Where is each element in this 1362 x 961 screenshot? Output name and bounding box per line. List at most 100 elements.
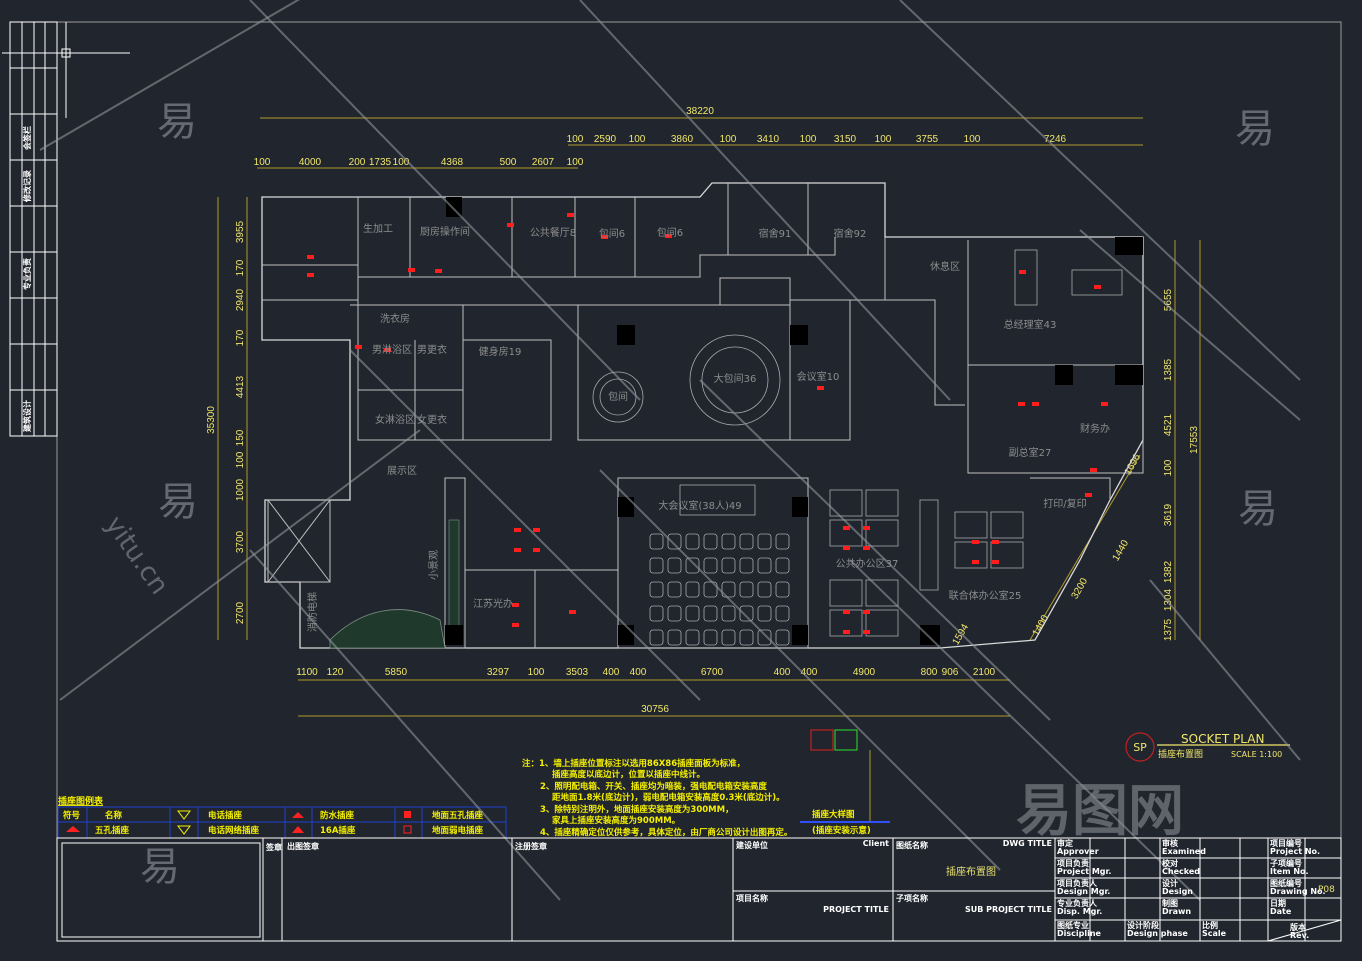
drawing-title: 插座布置图 xyxy=(946,865,996,878)
dimension-value: 100 xyxy=(567,157,584,168)
room-label: 厨房操作间 xyxy=(420,225,470,238)
dimension-lines xyxy=(217,117,1201,717)
room-label: 大会议室(38人)49 xyxy=(658,499,741,512)
room-label: 男更衣 xyxy=(417,343,447,356)
socket-marker xyxy=(435,269,442,273)
socket-marker xyxy=(817,386,824,390)
socket-marker xyxy=(1019,270,1026,274)
dimension-total-left: 35300 xyxy=(206,406,217,434)
watermark-logo: 易图网 xyxy=(1016,779,1184,844)
dimension-value: 3955 xyxy=(235,220,246,243)
chair xyxy=(649,533,664,550)
workstation-desk xyxy=(829,489,863,517)
dimension-value: 170 xyxy=(235,329,246,346)
detail-title: 插座大样图 xyxy=(812,809,855,820)
client-en-label: Client xyxy=(863,839,889,848)
title-block-cell: 设计 Design xyxy=(1162,878,1193,896)
note-line: 注：1、墙上插座位置标注以选用86X86插座面板为标准， xyxy=(522,758,745,769)
title-block-cell: 项目编号 Project No. xyxy=(1270,838,1320,856)
dimension-value: 400 xyxy=(630,667,647,678)
room-label: 宿舍92 xyxy=(834,227,867,240)
title-block-cell: 设计阶段 Design phase xyxy=(1127,920,1188,938)
sub-project-en-label: SUB PROJECT TITLE xyxy=(965,905,1052,914)
socket-marker xyxy=(307,273,314,277)
chair xyxy=(685,605,700,622)
chair xyxy=(775,581,790,598)
socket-marker xyxy=(307,255,314,259)
dimension-value: 3860 xyxy=(671,134,694,145)
side-strip: 会签栏 修改记录 专业负责 建筑设计 xyxy=(9,21,58,437)
chair xyxy=(721,557,736,574)
chair xyxy=(703,557,718,574)
dimension-value: 1440 xyxy=(1111,538,1132,563)
chair xyxy=(739,557,754,574)
workstation-desk xyxy=(829,579,863,607)
dwg-title-en-label: DWG TITLE xyxy=(1003,839,1052,848)
workstation-desk xyxy=(990,511,1024,539)
room-label: 财务办 xyxy=(1080,422,1110,435)
dimension-value: 4000 xyxy=(299,157,322,168)
socket-marker xyxy=(863,546,870,550)
chair xyxy=(757,629,772,646)
workstation-desk xyxy=(865,519,899,547)
room-label: 江苏光办 xyxy=(473,597,513,610)
dimension-value: 1385 xyxy=(1163,358,1174,381)
title-block-cell: 制图 Drawn xyxy=(1162,898,1191,916)
dimension-value: 100 xyxy=(235,451,246,468)
socket-symbol-icon xyxy=(66,826,80,832)
socket-marker xyxy=(992,540,999,544)
legend-item: 地面弱电插座 xyxy=(432,825,484,836)
room-label: 女淋浴区 xyxy=(375,413,415,426)
dimension-value: 3200 xyxy=(1070,576,1091,601)
room-label: 联合体办公室25 xyxy=(949,589,1022,602)
reg-seal-label: 注册签章 xyxy=(515,841,547,851)
room-label: 总经理室43 xyxy=(1004,318,1057,331)
socket-marker xyxy=(665,234,672,238)
dimension-value: 400 xyxy=(603,667,620,678)
dimension-value: 3150 xyxy=(834,134,857,145)
room-label: 大包间36 xyxy=(714,372,757,385)
chair xyxy=(667,605,682,622)
socket-marker xyxy=(514,548,521,552)
dimension-value: 4521 xyxy=(1163,413,1174,436)
note-line: 2、照明配电箱、开关、插座均为暗装，强电配电箱安装高度 xyxy=(540,781,767,792)
title-block-cell: 审核 Examined xyxy=(1162,838,1206,856)
room-label: 宿舍91 xyxy=(759,227,792,240)
notes: 注：1、墙上插座位置标注以选用86X86插座面板为标准， 插座高度以底边计，位置… xyxy=(522,729,890,838)
socket-marker xyxy=(843,546,850,550)
dimension-value: 1375 xyxy=(1163,618,1174,641)
socket-marker xyxy=(355,345,362,349)
workstation-desk xyxy=(990,541,1024,569)
legend-table: 插座图例表 符号 名称 五孔插座 电话插座 电话网络插座 防水插座 16A插座 … xyxy=(57,795,507,839)
dimension-value: 7246 xyxy=(1044,134,1067,145)
plan-symbol: SP xyxy=(1133,741,1147,754)
room-label: 女更衣 xyxy=(417,413,447,426)
dimension-value: 400 xyxy=(801,667,818,678)
dimension-value: 100 xyxy=(875,134,892,145)
floor-socket-icon xyxy=(404,811,411,818)
title-block-cell: 项目负责人 Design Mgr. xyxy=(1057,878,1110,896)
legend-item: 电话网络插座 xyxy=(208,825,260,836)
legend-item: 地面五孔插座 xyxy=(432,810,484,821)
dimension-value: 100 xyxy=(800,134,817,145)
chair xyxy=(703,581,718,598)
chair xyxy=(667,533,682,550)
drawing-number: P08 xyxy=(1318,885,1335,895)
workstation-desk xyxy=(865,489,899,517)
seal-label: 签章 xyxy=(265,842,282,852)
workstation-desk xyxy=(954,541,988,569)
dimension-value: 100 xyxy=(720,134,737,145)
watermark-char: 易 xyxy=(1238,486,1278,532)
plan-title-cn: 插座布置图 xyxy=(1158,748,1203,760)
dimension-value: 100 xyxy=(629,134,646,145)
dimension-value: 4413 xyxy=(235,375,246,398)
dimension-value: 100 xyxy=(567,134,584,145)
legend-item: 电话插座 xyxy=(208,810,243,821)
detail-subtitle: (插座安装示意) xyxy=(812,825,871,836)
chair xyxy=(685,533,700,550)
room-label: 生加工 xyxy=(363,222,393,235)
dimension-value: 100 xyxy=(393,157,410,168)
socket-symbols xyxy=(307,213,1108,634)
dimension-total-top: 38220 xyxy=(686,106,714,117)
